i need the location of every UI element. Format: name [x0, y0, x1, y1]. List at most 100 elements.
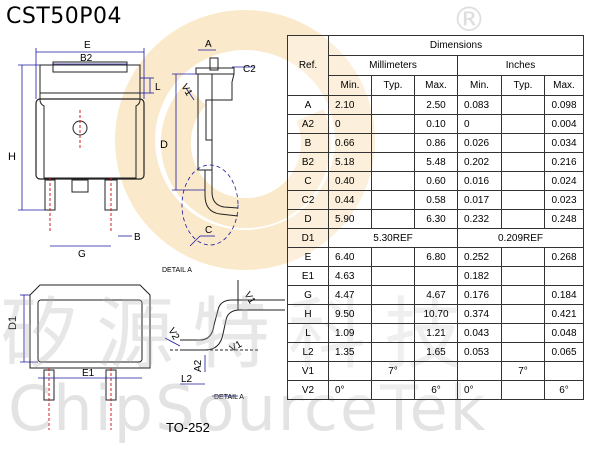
table-cell — [457, 361, 502, 381]
table-cell: 0° — [457, 380, 502, 400]
table-cell — [371, 266, 415, 286]
table-cell: 0 — [457, 114, 502, 134]
table-cell — [371, 209, 415, 229]
table-cell — [544, 266, 584, 286]
table-cell: V2 — [287, 380, 329, 400]
label-G: G — [78, 249, 86, 260]
table-cell: D1 — [287, 228, 329, 248]
table-cell: 5.30REF — [328, 228, 458, 248]
sub-header: Typ. — [371, 75, 415, 96]
table-cell: 1.35 — [328, 342, 372, 362]
table-cell: 0.248 — [544, 209, 584, 229]
table-cell: 4.63 — [328, 266, 372, 286]
table-cell — [371, 304, 415, 324]
label-E1: E1 — [82, 368, 95, 379]
table-cell: D — [287, 209, 329, 229]
table-cell: L — [287, 323, 329, 343]
table-cell: 4.47 — [328, 285, 372, 305]
table-cell: 0.10 — [414, 114, 458, 134]
table-cell: 0.44 — [328, 190, 372, 210]
table-cell — [371, 114, 415, 134]
table-cell: C — [287, 171, 329, 191]
table-cell: 1.09 — [328, 323, 372, 343]
label-D1: D1 — [7, 316, 19, 330]
table-cell — [501, 190, 545, 210]
table-cell: 0.053 — [457, 342, 502, 362]
label-V1b: V1 — [241, 290, 257, 306]
table-cell: E — [287, 247, 329, 267]
table-cell — [501, 380, 545, 400]
table-cell — [544, 361, 584, 381]
dimensions-header: Dimensions — [328, 35, 584, 56]
table-cell: 0.004 — [544, 114, 584, 134]
sub-header: Max. — [544, 75, 584, 96]
table-cell: V1 — [287, 361, 329, 381]
table-cell: A — [287, 95, 329, 115]
label-detail: DETAIL A — [162, 267, 192, 274]
table-cell: 0.034 — [544, 133, 584, 153]
table-cell — [371, 133, 415, 153]
table-cell — [371, 171, 415, 191]
table-cell — [371, 285, 415, 305]
table-cell — [328, 361, 372, 381]
drawing-labels: E B2 L H B G A C2 V1 D C DETAIL A D1 E1 … — [7, 39, 257, 401]
table-cell: 0 — [328, 114, 372, 134]
table-cell: 0.60 — [414, 171, 458, 191]
label-E: E — [84, 40, 91, 51]
table-cell: 0.216 — [544, 152, 584, 172]
table-cell: C2 — [287, 190, 329, 210]
sub-header: Min. — [328, 75, 372, 96]
table-cell — [501, 285, 545, 305]
ref-header: Ref. — [287, 35, 329, 96]
table-cell: 0.58 — [414, 190, 458, 210]
table-cell — [371, 247, 415, 267]
table-cell: 5.18 — [328, 152, 372, 172]
label-C2: C2 — [243, 64, 256, 75]
sub-header: Max. — [414, 75, 458, 96]
top-view-dimensions — [18, 48, 154, 247]
table-cell: 0.202 — [457, 152, 502, 172]
table-cell: 10.70 — [414, 304, 458, 324]
table-cell: 4.67 — [414, 285, 458, 305]
table-cell: 6° — [414, 380, 458, 400]
detail-view-dimensions — [164, 337, 238, 397]
table-cell — [501, 171, 545, 191]
table-cell: 0.176 — [457, 285, 502, 305]
table-cell: 0.083 — [457, 95, 502, 115]
table-cell — [371, 152, 415, 172]
table-cell — [501, 114, 545, 134]
label-H: H — [8, 151, 16, 163]
table-cell: 0.043 — [457, 323, 502, 343]
label-L2: L2 — [181, 374, 193, 385]
label-D: D — [160, 139, 168, 151]
label-B2: B2 — [80, 53, 93, 64]
table-cell: 0.182 — [457, 266, 502, 286]
table-cell — [371, 95, 415, 115]
table-cell — [501, 323, 545, 343]
table-cell: 7° — [501, 361, 545, 381]
table-cell: L2 — [287, 342, 329, 362]
table-cell: 0.016 — [457, 171, 502, 191]
table-cell: B2 — [287, 152, 329, 172]
table-cell: B — [287, 133, 329, 153]
table-cell: 0.40 — [328, 171, 372, 191]
table-cell: A2 — [287, 114, 329, 134]
table-cell: 0.66 — [328, 133, 372, 153]
table-cell: 6° — [544, 380, 584, 400]
bottom-view-dimensions — [20, 294, 142, 379]
mm-header: Millimeters — [328, 55, 458, 76]
table-cell: 0.421 — [544, 304, 584, 324]
